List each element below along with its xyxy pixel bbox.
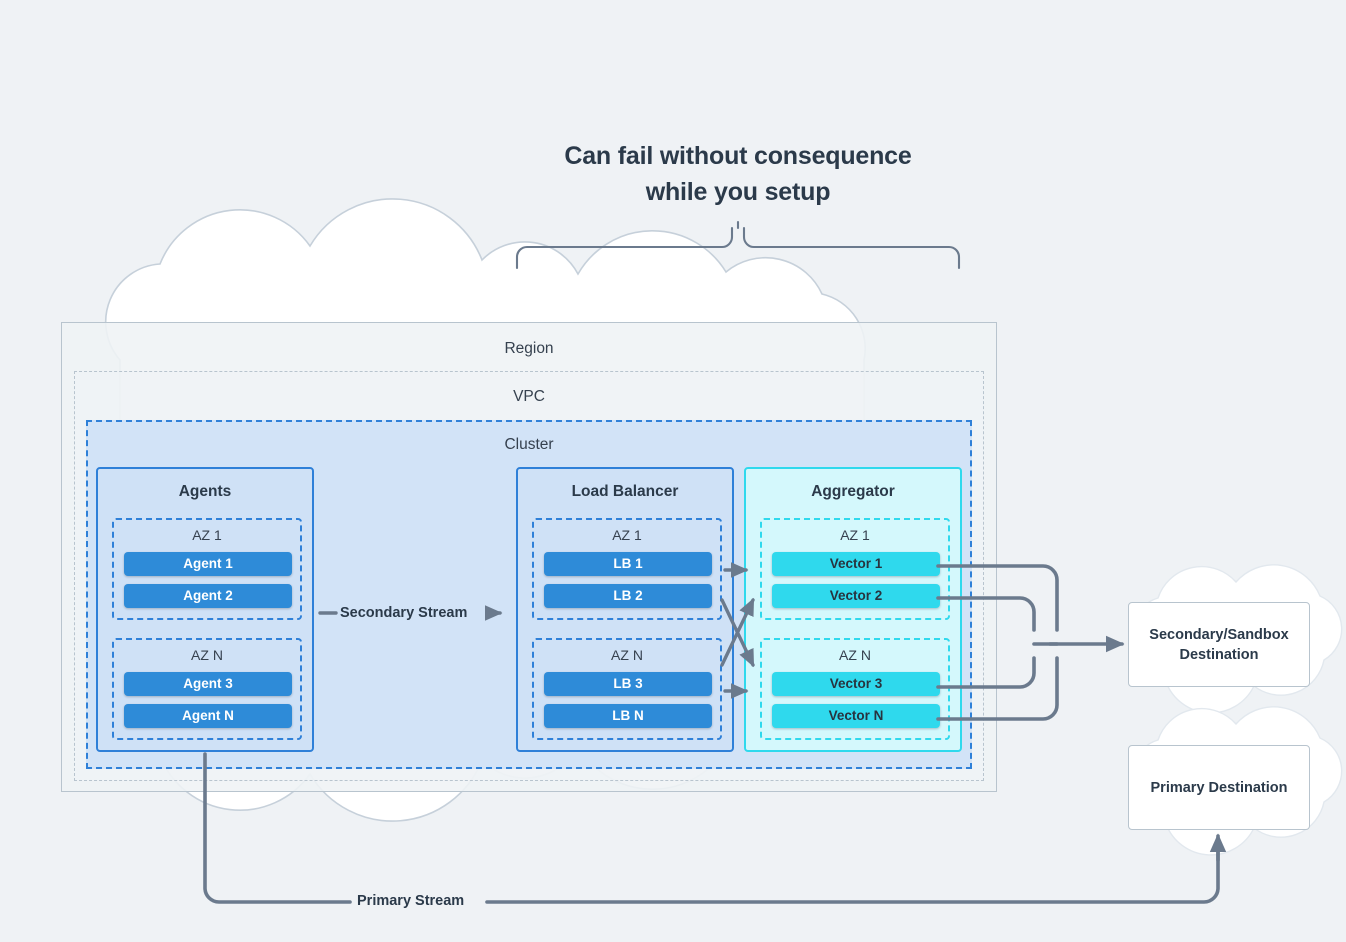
primary-stream-label: Primary Stream [357, 893, 465, 909]
primary-destination-box[interactable]: Primary Destination [1128, 745, 1310, 830]
region-label: Region [504, 340, 554, 357]
cluster-label: Cluster [504, 436, 554, 453]
node-agent-n[interactable]: Agent N [124, 704, 292, 728]
node-agent-3[interactable]: Agent 3 [124, 672, 292, 696]
lb-az-1-label: AZ 1 [612, 527, 642, 543]
node-lb-2[interactable]: LB 2 [544, 584, 712, 608]
panel-load-balancer: Load Balancer AZ 1 LB 1 LB 2 AZ N LB 3 L… [516, 467, 734, 752]
panel-agents-title: Agents [178, 483, 232, 500]
node-vector-2[interactable]: Vector 2 [772, 584, 940, 608]
node-agent-1[interactable]: Agent 1 [124, 552, 292, 576]
secondary-destination-line-2: Destination [1179, 646, 1259, 663]
primary-destination-label: Primary Destination [1150, 779, 1288, 796]
aggregator-az-n-group: AZ N Vector 3 Vector N [760, 638, 950, 740]
panel-load-balancer-title: Load Balancer [571, 483, 679, 500]
vpc-label: VPC [513, 388, 545, 405]
node-lb-3[interactable]: LB 3 [544, 672, 712, 696]
agents-az-n-label: AZ N [191, 647, 223, 663]
node-agent-2[interactable]: Agent 2 [124, 584, 292, 608]
aggregator-az-1-group: AZ 1 Vector 1 Vector 2 [760, 518, 950, 620]
panel-aggregator: Aggregator AZ 1 Vector 1 Vector 2 AZ N V… [744, 467, 962, 752]
node-vector-n[interactable]: Vector N [772, 704, 940, 728]
secondary-destination-box[interactable]: Secondary/Sandbox Destination [1128, 602, 1310, 687]
aggregator-az-1-label: AZ 1 [840, 527, 870, 543]
headline: Can fail without consequence while you s… [438, 138, 1038, 210]
node-lb-1[interactable]: LB 1 [544, 552, 712, 576]
secondary-destination-line-1: Secondary/Sandbox [1149, 626, 1289, 643]
secondary-stream-label: Secondary Stream [340, 605, 468, 621]
node-vector-1[interactable]: Vector 1 [772, 552, 940, 576]
agents-az-1-label: AZ 1 [192, 527, 222, 543]
node-lb-n[interactable]: LB N [544, 704, 712, 728]
panel-agents: Agents AZ 1 Agent 1 Agent 2 AZ N Agent 3… [96, 467, 314, 752]
lb-az-1-group: AZ 1 LB 1 LB 2 [532, 518, 722, 620]
aggregator-az-n-label: AZ N [839, 647, 871, 663]
agents-az-1-group: AZ 1 Agent 1 Agent 2 [112, 518, 302, 620]
panel-aggregator-title: Aggregator [811, 483, 895, 500]
headline-line-2: while you setup [645, 178, 831, 206]
node-vector-3[interactable]: Vector 3 [772, 672, 940, 696]
lb-az-n-label: AZ N [611, 647, 643, 663]
agents-az-n-group: AZ N Agent 3 Agent N [112, 638, 302, 740]
headline-line-1: Can fail without consequence [564, 142, 912, 170]
lb-az-n-group: AZ N LB 3 LB N [532, 638, 722, 740]
